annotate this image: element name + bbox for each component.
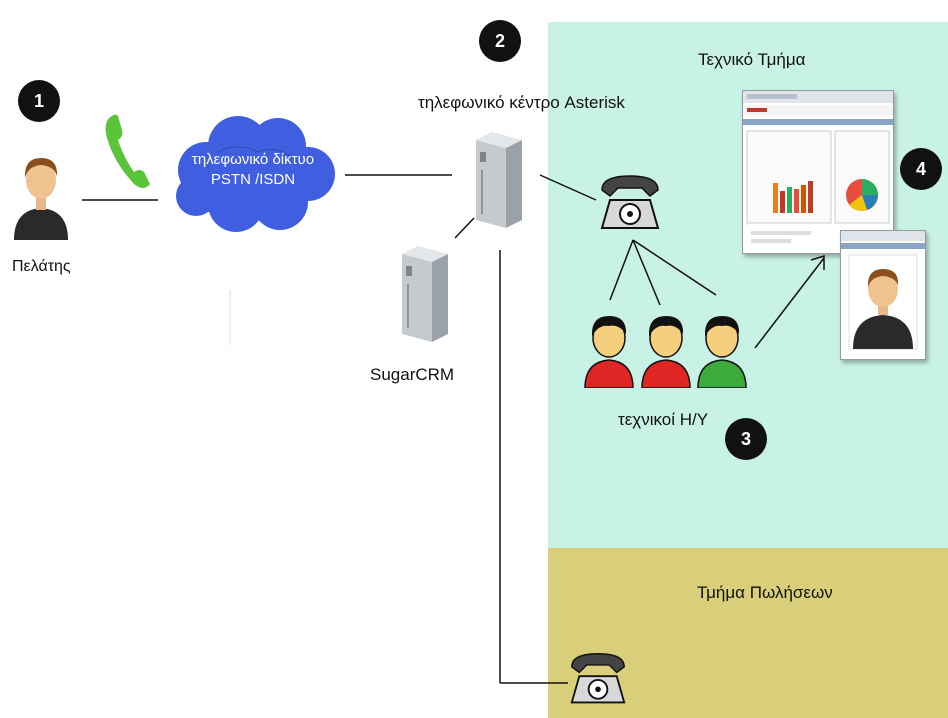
tech-zone-label: Τεχνικό Τμήμα	[698, 50, 806, 69]
step-badge-3: 3	[725, 418, 767, 460]
network-label-line2: PSTN /ISDN	[210, 171, 296, 188]
customer-person-icon	[14, 158, 68, 240]
asterisk-server-icon	[476, 132, 522, 228]
desk-phone-icon	[600, 175, 660, 229]
sugarcrm-server-icon	[402, 246, 448, 342]
sales-desk-phone-icon	[570, 653, 626, 704]
pbx-label: τηλεφωνικό κέντρο Asterisk	[418, 93, 625, 112]
customer-label: Πελάτης	[12, 258, 71, 275]
crm-dashboard-screenshot	[742, 90, 894, 254]
phone-network-cloud-icon	[176, 116, 335, 232]
technician-red-2-icon	[641, 316, 691, 388]
sales-zone-label: Τμήμα Πωλήσεων	[697, 583, 833, 602]
crm-label: SugarCRM	[370, 365, 455, 384]
network-label: τηλεφωνικό δίκτυο PSTN /ISDN	[183, 150, 323, 190]
handset-icon	[105, 114, 150, 188]
contact-card-screenshot	[840, 230, 926, 360]
technician-green-icon	[697, 316, 747, 388]
contact-avatar-icon	[841, 231, 925, 350]
network-label-line1: τηλεφωνικό δίκτυο	[191, 151, 315, 168]
technician-red-1-icon	[584, 316, 634, 388]
dashboard-chart-icon	[743, 91, 893, 243]
technicians-label: τεχνικοί Η/Υ	[618, 410, 709, 429]
step-badge-2: 2	[479, 20, 521, 62]
step-badge-1: 1	[18, 80, 60, 122]
step-badge-4: 4	[900, 148, 942, 190]
